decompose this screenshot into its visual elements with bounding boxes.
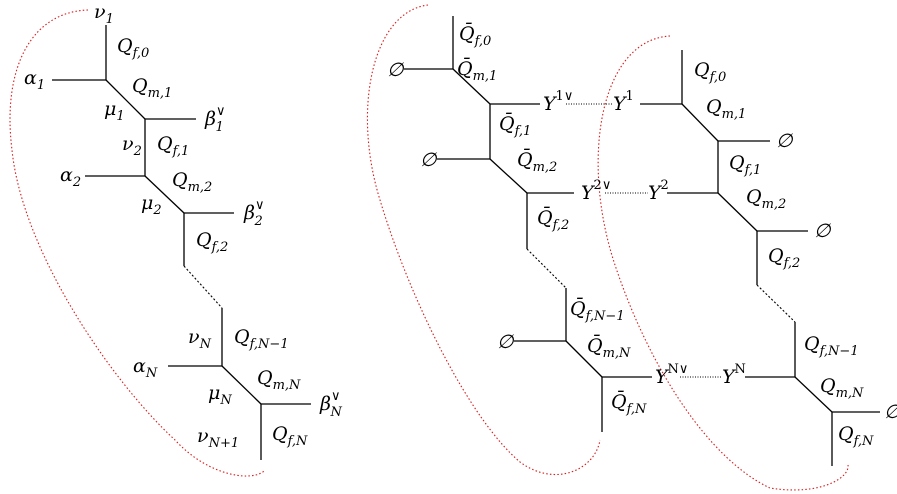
left-enclosing-curve	[9, 9, 266, 477]
right-label-qmN: Qm,N	[820, 375, 864, 401]
right-label-empty1: ∅	[776, 130, 794, 152]
middle-label-y2v: Y2∨	[581, 178, 611, 204]
right-label-qfN: Qf,N	[838, 423, 874, 449]
left-label-qm2: Qm,2	[172, 169, 212, 195]
middle-edge-qm2	[489, 158, 528, 194]
right-label-qf0: Qf,0	[694, 59, 726, 85]
middle-label-qbf2: Q̄f,2	[537, 206, 569, 233]
right-label-qm2: Qm,2	[746, 186, 786, 212]
right-edge-qm2	[717, 192, 758, 232]
right-label-qf1: Qf,1	[729, 152, 761, 178]
left-label-muN: μN	[208, 382, 232, 408]
left-edge-qm1	[105, 79, 146, 120]
left-label-qf2: Qf,2	[196, 229, 228, 255]
left-label-alphaN: αN	[133, 355, 158, 381]
left-label-mu1: μ1	[104, 98, 125, 124]
right-web-lines	[640, 50, 880, 466]
middle-label-qbfN1: Q̄f,N−1	[570, 297, 625, 324]
middle-label-qbm1: Q̄m,1	[457, 57, 497, 84]
left-label-beta1: β∨1	[204, 104, 226, 135]
left-edge-qm2	[144, 175, 185, 214]
right-label-qf2: Qf,2	[768, 245, 800, 271]
left-label-alpha1: α1	[24, 67, 45, 93]
middle-label-qbm2: Q̄m,2	[517, 148, 557, 175]
middle-label-qbfN: Q̄f,N	[611, 390, 647, 417]
left-label-qf0: Qf,0	[117, 35, 149, 61]
left-label-qmN: Qm,N	[257, 367, 301, 393]
left-label-nu2: ν2	[122, 133, 142, 159]
left-label-qfN: Qf,N	[272, 423, 308, 449]
right-edge-qm1	[681, 103, 719, 142]
middle-edge-qmN	[565, 340, 603, 378]
left-edge-ellipsis	[183, 265, 223, 309]
right-edge-ellipsis	[756, 284, 796, 323]
middle-label-emptyN: ∅	[497, 331, 515, 353]
middle-label-empty2: ∅	[420, 149, 438, 171]
right-enclosing-curve	[597, 35, 849, 491]
middle-label-y1v: Y1∨	[543, 89, 573, 115]
left-label-betaN: β∨N	[319, 389, 343, 420]
middle-edge-qm1	[452, 68, 491, 105]
left-edge-qmN	[221, 365, 262, 405]
middle-edge-ellipsis	[526, 248, 567, 289]
right-label-qm1: Qm,1	[706, 96, 746, 122]
left-label-nuN1: νN+1	[197, 425, 239, 451]
right-label-emptyN: ∅	[884, 401, 897, 423]
left-label-nu1: ν1	[94, 1, 114, 27]
left-label-mu2: μ2	[141, 192, 162, 218]
left-label-qfN1: Qf,N−1	[234, 326, 289, 352]
middle-label-empty1: ∅	[387, 59, 405, 81]
right-label-empty2: ∅	[814, 220, 832, 242]
left-label-alpha2: α2	[60, 164, 81, 190]
middle-label-qbmN: Q̄m,N	[587, 334, 631, 361]
right-edge-qmN	[794, 376, 833, 413]
left-label-qf1: Qf,1	[157, 133, 189, 159]
right-label-y1: Y1	[613, 89, 634, 115]
middle-label-yNv: YN∨	[655, 362, 688, 388]
middle-web-lines	[404, 16, 652, 432]
right-label-qfN1: Qf,N−1	[804, 333, 859, 359]
right-label-yN: YN	[722, 362, 746, 388]
left-label-qm1: Qm,1	[132, 75, 172, 101]
middle-label-qbf1: Q̄f,1	[499, 112, 531, 139]
left-label-beta2: β∨2	[243, 198, 265, 229]
middle-label-qbf0: Q̄f,0	[459, 22, 491, 49]
left-label-nuN: νN	[188, 326, 212, 352]
middle-enclosing-curve	[366, 4, 601, 475]
left-web-lines	[52, 25, 311, 460]
right-label-y2: Y2	[648, 178, 669, 204]
